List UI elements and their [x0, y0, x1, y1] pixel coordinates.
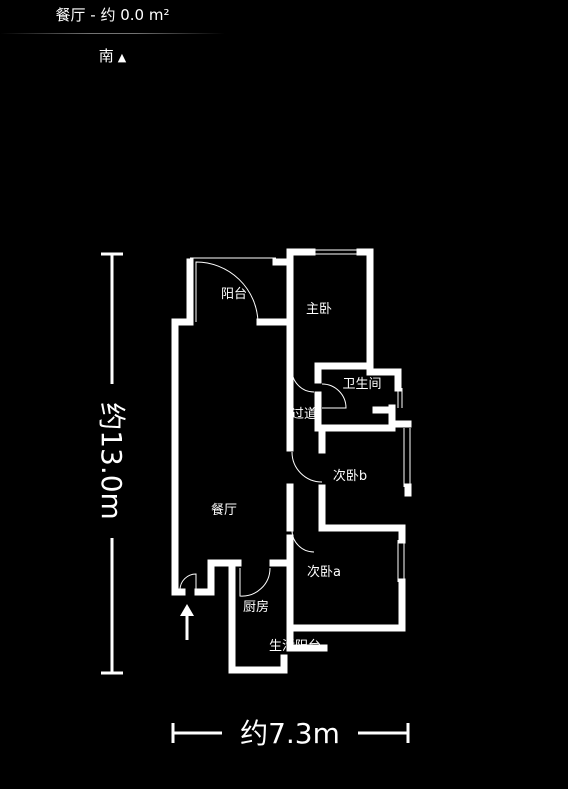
room-label-bedroom-b: 次卧b: [333, 468, 367, 484]
doors: [179, 261, 347, 597]
room-label-kitchen: 厨房: [243, 599, 269, 615]
room-label-bathroom: 卫生间: [342, 377, 381, 392]
room-area-label: 餐厅 - 约 0.0 m²: [55, 6, 170, 24]
width-dimension-label: 约7.3m: [240, 717, 340, 750]
room-label-dining: 餐厅: [211, 502, 237, 518]
room-label-corridor: 过道: [291, 407, 317, 422]
width-dimension: 约7.3m: [171, 717, 410, 750]
arrow-up-icon: [180, 604, 194, 640]
room-label-bedroom-a: 次卧a: [307, 564, 341, 580]
room-label-utility-balcony: 生活阳台: [269, 639, 321, 654]
room-label-balcony: 阳台: [221, 287, 247, 302]
walls: [171, 248, 412, 674]
orientation-indicator: 南▲: [0, 45, 225, 66]
triangle-up-icon: ▲: [117, 51, 127, 64]
orientation-label: 南: [98, 47, 114, 65]
header-divider: [0, 33, 225, 34]
room-label-master-bedroom: 主卧: [306, 302, 332, 317]
height-dimension: 约13.0m: [95, 252, 128, 675]
windows: [190, 249, 411, 582]
height-dimension-label: 约13.0m: [95, 402, 128, 520]
